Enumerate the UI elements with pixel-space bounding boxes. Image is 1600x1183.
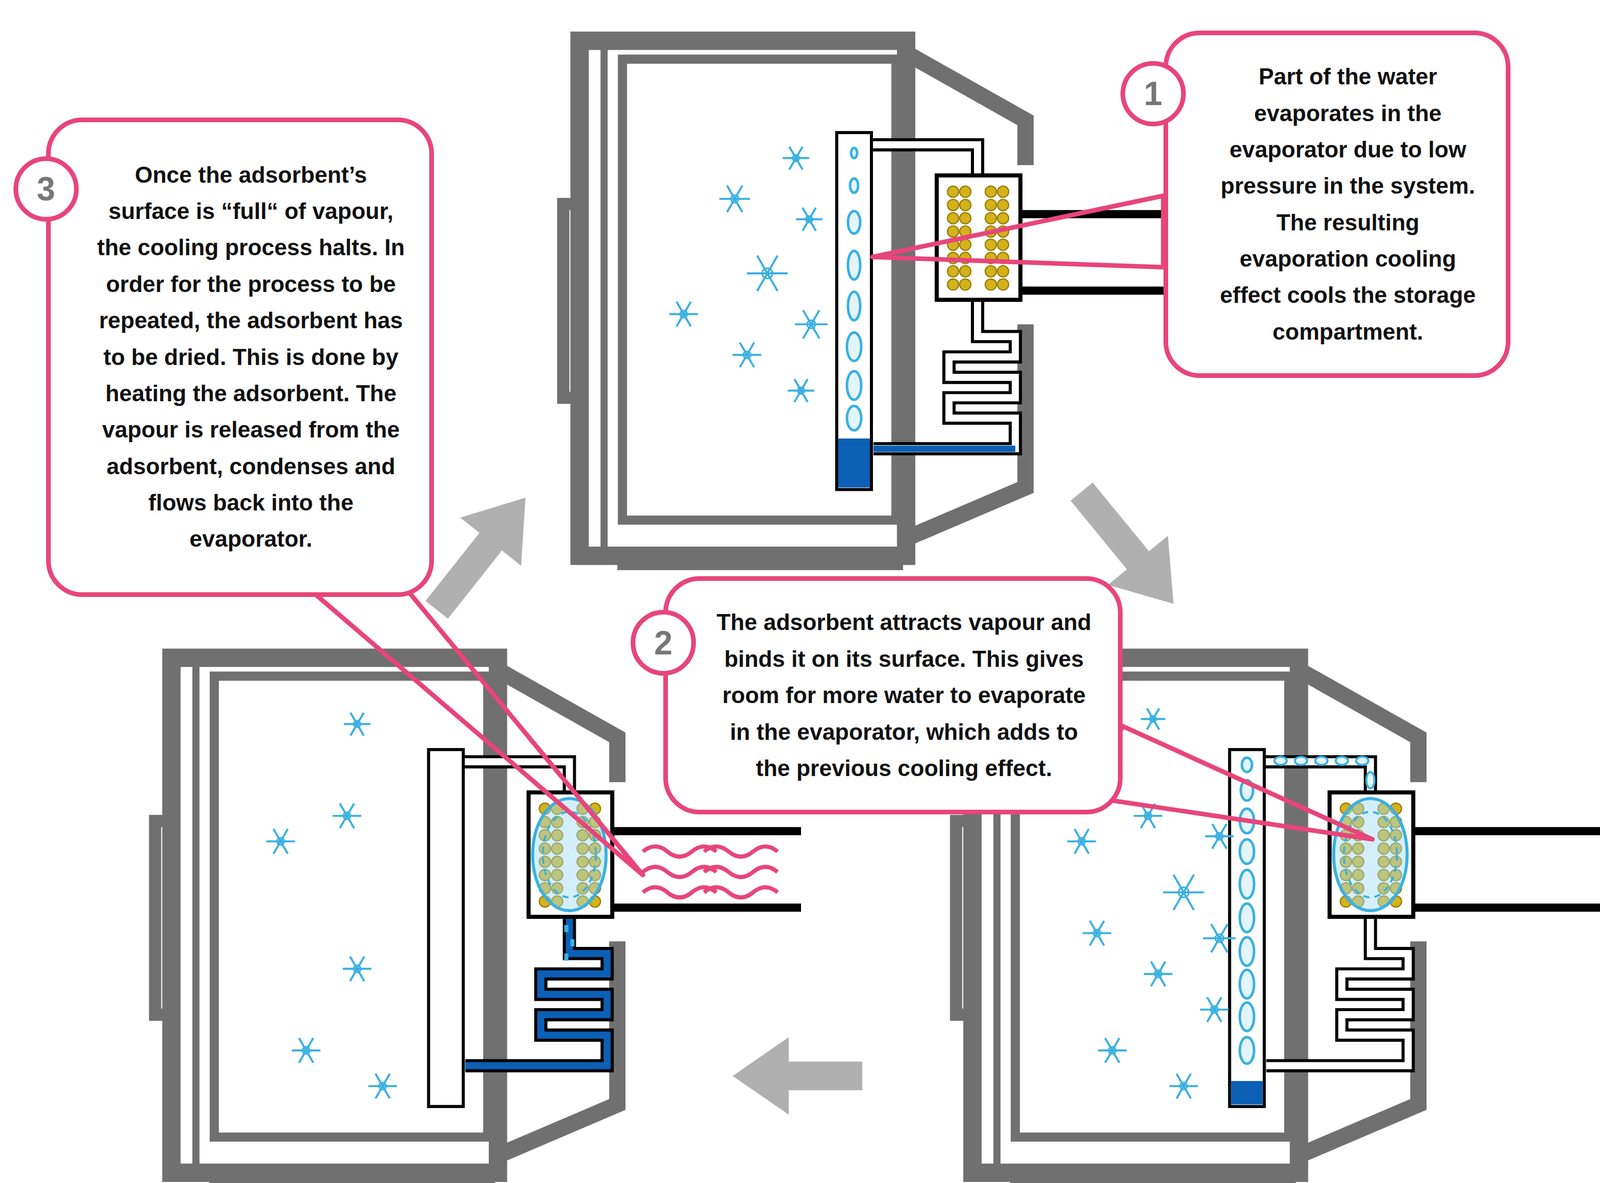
evaporator — [428, 749, 464, 1107]
pipe-inner — [873, 297, 1016, 449]
snowflake — [732, 342, 762, 368]
snowflake — [787, 379, 814, 402]
snowflake — [292, 1038, 321, 1064]
snowflake — [1169, 1073, 1198, 1099]
callout-box: Part of the water evaporates in the evap… — [1163, 30, 1511, 378]
snowflake — [1163, 874, 1205, 910]
callout-text: The adsorbent attracts vapour and binds … — [713, 604, 1095, 787]
snowflake — [782, 146, 809, 170]
snowflake — [1067, 828, 1096, 854]
snowflake — [1097, 1038, 1127, 1064]
snowflake — [1143, 961, 1173, 987]
fridge — [563, 40, 1210, 565]
snowflake — [1200, 997, 1229, 1023]
snowflake — [719, 185, 750, 213]
callout-number: 2 — [630, 609, 696, 676]
pipe — [873, 297, 1016, 449]
snowflake — [342, 956, 372, 982]
evaporator — [1229, 749, 1265, 1107]
callout-text: Once the adsorbent’s surface is “full“ o… — [96, 156, 406, 558]
pipe — [465, 914, 608, 1067]
callout-number: 1 — [1120, 61, 1186, 127]
snowflake — [1204, 823, 1234, 849]
snowflake — [794, 310, 828, 339]
snowflake — [1202, 924, 1236, 953]
callout-box: The adsorbent attracts vapour and binds … — [663, 576, 1123, 815]
pipe-inner — [1266, 914, 1409, 1067]
callout-tail — [872, 195, 1164, 268]
cycle-arrow — [425, 497, 526, 619]
pipe-inner — [465, 914, 608, 1067]
snowflake — [266, 828, 295, 854]
callout-tail — [306, 569, 643, 876]
snowflake — [795, 207, 823, 231]
adsorber — [936, 175, 1021, 300]
callout-number-text: 3 — [36, 172, 56, 206]
callout-box: Once the adsorbent’s surface is “full“ o… — [46, 117, 434, 598]
snowflake — [332, 803, 361, 829]
cycle-arrow — [732, 1037, 863, 1115]
snowflake — [1082, 921, 1112, 947]
callout-tail — [1092, 726, 1373, 840]
callout-text: Part of the water evaporates in the evap… — [1213, 58, 1483, 351]
snowflake — [1140, 708, 1166, 730]
evaporator — [836, 132, 872, 490]
callout-number-text: 1 — [1143, 77, 1163, 111]
adsorber — [1329, 792, 1414, 918]
snowflake — [343, 712, 371, 736]
callout-number: 3 — [13, 156, 79, 222]
snowflake — [747, 255, 789, 292]
snowflake — [669, 301, 698, 327]
snowflake — [368, 1073, 397, 1099]
pipe — [1266, 914, 1409, 1067]
callout-number-text: 2 — [653, 626, 673, 660]
